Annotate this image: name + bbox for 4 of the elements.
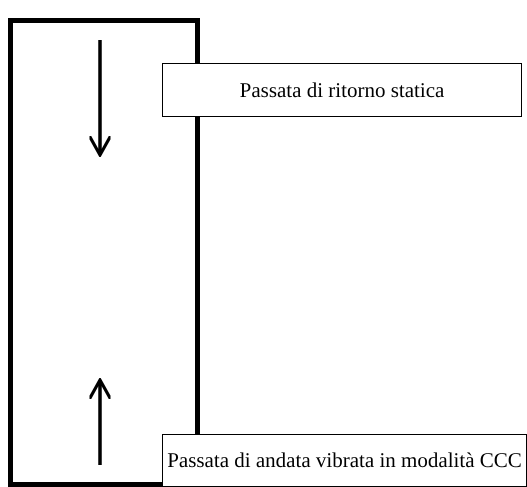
- label-box: [162, 434, 527, 487]
- box-label: Passata di ritorno statica: [240, 78, 444, 102]
- label-box: [162, 63, 522, 117]
- box-label: Passata di andata vibrata in modalità CCC: [167, 449, 522, 472]
